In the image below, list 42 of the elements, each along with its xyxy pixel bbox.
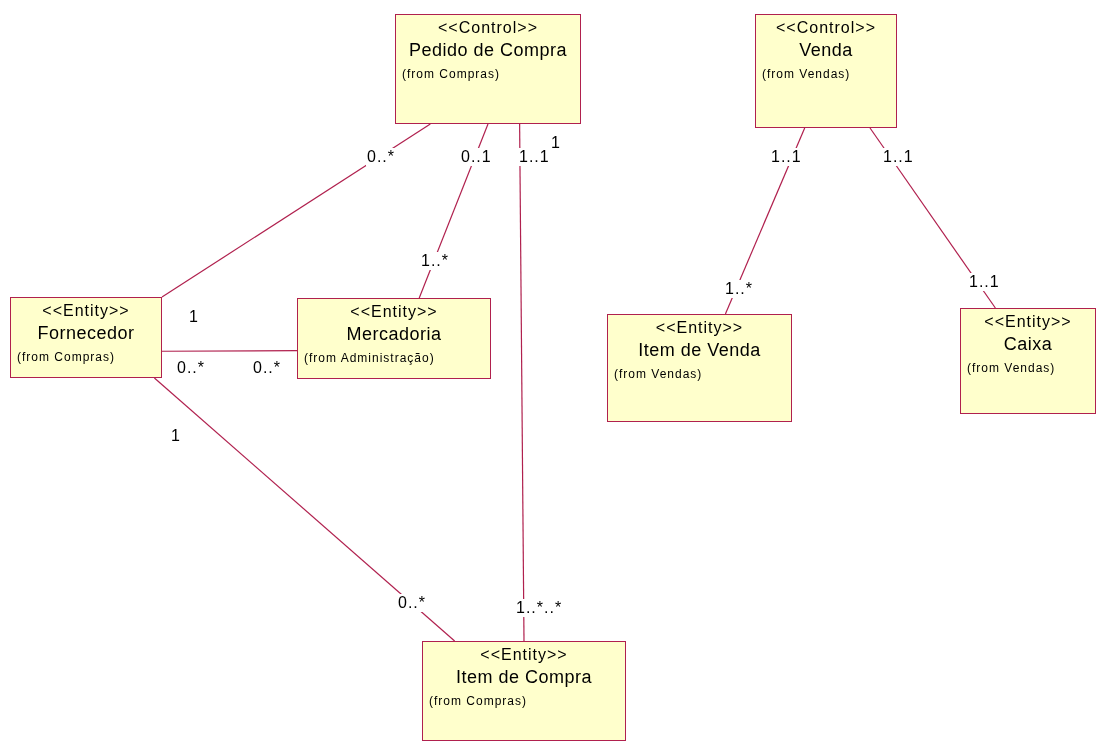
stereotype-label: <<Control>>: [438, 19, 538, 37]
association-line: [161, 350, 298, 352]
association-line: [519, 123, 525, 642]
class-name: Pedido de Compra: [408, 40, 568, 61]
stereotype-label: <<Entity>>: [984, 313, 1072, 331]
class-box: [10, 297, 162, 378]
package-label: (from Compras): [17, 350, 115, 364]
package-label: (from Vendas): [762, 67, 851, 81]
multiplicity-label: 1..1: [518, 148, 551, 166]
stereotype-label: <<Control>>: [776, 19, 876, 37]
class-box: [395, 14, 581, 124]
multiplicity-label: 1..1: [882, 148, 915, 166]
multiplicity-label: 1..1: [968, 273, 1001, 291]
association-line: [153, 377, 456, 642]
stereotype-label: <<Entity>>: [480, 646, 568, 664]
class-box: [607, 314, 792, 422]
association-line: [161, 123, 431, 298]
multiplicity-label: 0..1: [460, 148, 493, 166]
class-name: Fornecedor: [37, 323, 135, 344]
class-name: Item de Venda: [638, 340, 761, 361]
package-label: (from Compras): [402, 67, 500, 81]
class-box: [297, 298, 491, 379]
class-name: Item de Compra: [455, 667, 593, 688]
class-name: Mercadoria: [346, 324, 442, 345]
package-label: (from Vendas): [614, 367, 703, 381]
stereotype-label: <<Entity>>: [350, 303, 438, 321]
stereotype-label: <<Entity>>: [42, 302, 130, 320]
package-label: (from Compras): [429, 694, 527, 708]
multiplicity-label: 0..*: [366, 148, 396, 166]
multiplicity-label: 1..1: [770, 148, 803, 166]
multiplicity-label: 1..*: [420, 252, 450, 270]
class-box: [755, 14, 897, 128]
class-box: [422, 641, 626, 741]
package-label: (from Vendas): [967, 361, 1056, 375]
class-box: [960, 308, 1096, 414]
multiplicity-label: 1..*: [724, 280, 754, 298]
class-name: Caixa: [1003, 334, 1053, 355]
multiplicity-label: 0..*: [397, 594, 427, 612]
class-name: Venda: [799, 40, 853, 61]
multiplicity-label: 1..*..*: [515, 599, 564, 617]
package-label: (from Administração): [304, 351, 435, 365]
stereotype-label: <<Entity>>: [655, 319, 744, 337]
